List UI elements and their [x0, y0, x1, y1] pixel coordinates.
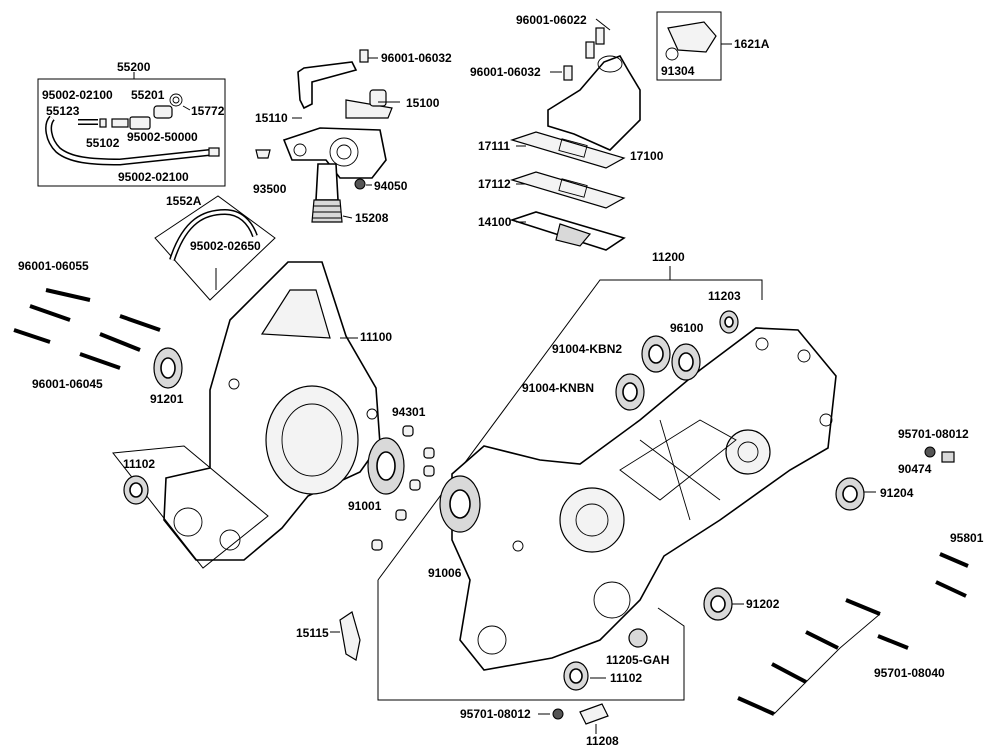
hose-kit-55200 — [37, 72, 226, 187]
label-95701-08012-b: 95701-08012 — [460, 707, 531, 721]
label-96001-06022: 96001-06022 — [516, 13, 587, 27]
label-11205-GAH: 11205-GAH — [606, 653, 669, 667]
label-91001: 91001 — [348, 499, 382, 513]
label-17111: 17111 — [478, 139, 510, 153]
bushing-11205-GAH — [628, 628, 648, 648]
seal-91202 — [703, 587, 733, 621]
label-11102: 11102 — [123, 457, 155, 471]
thermostat-assembly-15100 — [255, 61, 393, 223]
label-14100: 14100 — [478, 215, 512, 229]
label-15208: 15208 — [355, 211, 389, 225]
bearing-91006 — [439, 475, 481, 533]
label-90474: 90474 — [898, 462, 932, 476]
label-95801: 95801 — [950, 531, 984, 545]
label-11100: 11100 — [360, 330, 392, 344]
bolts-96001-06055 — [13, 288, 161, 370]
label-91004-KNBN: 91004-KNBN — [522, 381, 594, 395]
label-91204: 91204 — [880, 486, 914, 500]
label-91004-KBN2: 91004-KBN2 — [552, 342, 622, 356]
gasket-1621A — [656, 11, 722, 81]
bearing-91201 — [153, 347, 183, 389]
label-15115: 15115 — [296, 626, 329, 640]
bolts-95701-08040 — [737, 598, 909, 716]
label-95701-08012: 95701-08012 — [898, 427, 969, 441]
label-93500: 93500 — [253, 182, 287, 196]
label-11208: 11208 — [586, 734, 619, 748]
label-96001-06032-b: 96001-06032 — [470, 65, 541, 79]
label-11200: 11200 — [652, 250, 685, 264]
right-crankcase-11200 — [451, 327, 837, 671]
seal-91204 — [835, 477, 865, 511]
seal-11102-right — [563, 661, 589, 691]
label-94301: 94301 — [392, 405, 426, 419]
bolt-95701-08012 — [552, 708, 564, 720]
label-15772: 15772 — [191, 104, 225, 118]
left-crankcase-11100 — [163, 261, 381, 561]
label-55123: 55123 — [46, 104, 80, 118]
clamp-11208 — [579, 703, 609, 725]
label-1621A: 1621A — [734, 37, 770, 51]
label-11102-b: 11102 — [610, 671, 642, 685]
bolts-95801 — [935, 552, 969, 598]
label-96001-06032: 96001-06032 — [381, 51, 452, 65]
label-96001-06045: 96001-06045 — [32, 377, 103, 391]
label-17112: 17112 — [478, 177, 511, 191]
label-55201: 55201 — [131, 88, 165, 102]
label-95002-02100: 95002-02100 — [42, 88, 113, 102]
label-91202: 91202 — [746, 597, 780, 611]
reed-valve-group — [509, 27, 641, 251]
label-11203: 11203 — [708, 289, 741, 303]
label-15110: 15110 — [255, 111, 288, 125]
bracket-15115 — [339, 611, 361, 661]
label-96100: 96100 — [670, 321, 704, 335]
seal-11102-left — [123, 475, 149, 505]
label-94050: 94050 — [374, 179, 408, 193]
label-95002-50000: 95002-50000 — [127, 130, 198, 144]
label-95002-02100-b: 95002-02100 — [118, 170, 189, 184]
bearing-91004-KNBN — [615, 373, 645, 411]
label-1552A: 1552A — [166, 194, 202, 208]
dowels-94301 — [371, 425, 435, 551]
label-91304: 91304 — [661, 64, 695, 78]
bushing-11203 — [719, 310, 739, 334]
label-91006: 91006 — [428, 566, 462, 580]
label-95002-02650: 95002-02650 — [190, 239, 261, 253]
label-55200: 55200 — [117, 60, 151, 74]
label-91201: 91201 — [150, 392, 184, 406]
bearing-91004-KBN2 — [641, 335, 671, 373]
hose-1552A — [154, 195, 276, 301]
label-96001-06055: 96001-06055 — [18, 259, 89, 273]
label-17100: 17100 — [630, 149, 664, 163]
nut-90474 — [924, 446, 955, 463]
bearing-96100 — [671, 343, 701, 381]
label-95701-08040: 95701-08040 — [874, 666, 945, 680]
bearing-91001 — [367, 437, 405, 495]
label-55102: 55102 — [86, 136, 120, 150]
label-15100: 15100 — [406, 96, 440, 110]
